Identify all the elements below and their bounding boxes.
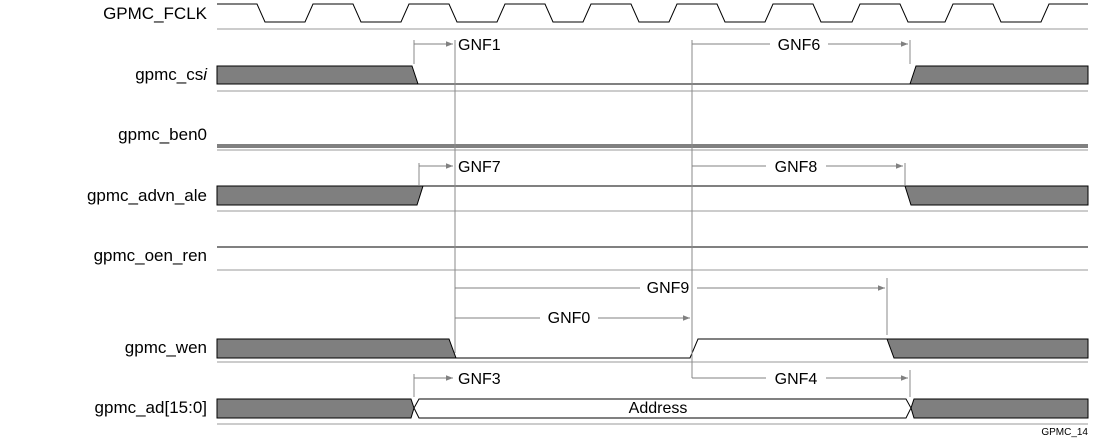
advn-ale-waveform	[216, 185, 1089, 206]
ad-bus-value: Address	[629, 400, 688, 417]
signal-label-ad: gpmc_ad[15:0]	[95, 398, 207, 417]
signal-label-oen-ren: gpmc_oen_ren	[94, 246, 207, 265]
annotation-gnf7: GNF7	[458, 159, 501, 176]
annotation-gnf9: GNF9	[647, 280, 690, 297]
timing-reference-lines	[413, 40, 911, 397]
clock-waveform	[217, 3, 1088, 23]
row-separators	[217, 28, 1088, 425]
cs-waveform	[216, 65, 1089, 85]
annotation-gnf0: GNF0	[548, 310, 591, 327]
annotation-gnf3: GNF3	[458, 371, 501, 388]
annotation-gnf8: GNF8	[775, 159, 818, 176]
annotation-gnf6: GNF6	[778, 37, 821, 54]
ben0-waveform	[217, 144, 1088, 148]
signal-label-cs: gpmc_csi	[135, 65, 208, 84]
annotation-arrows	[414, 41, 908, 381]
signal-label-advn-ale: gpmc_advn_ale	[87, 186, 207, 205]
signal-label-wen: gpmc_wen	[125, 338, 207, 357]
annotation-gnf4: GNF4	[775, 371, 818, 388]
annotation-gnf1: GNF1	[458, 37, 501, 54]
signal-label-ben0: gpmc_ben0	[118, 125, 207, 144]
figure-id: GPMC_14	[1041, 427, 1088, 438]
wen-waveform	[216, 338, 1089, 359]
signal-label-fclk: GPMC_FCLK	[103, 4, 208, 23]
ad-bus-waveform: Address	[216, 398, 1089, 419]
